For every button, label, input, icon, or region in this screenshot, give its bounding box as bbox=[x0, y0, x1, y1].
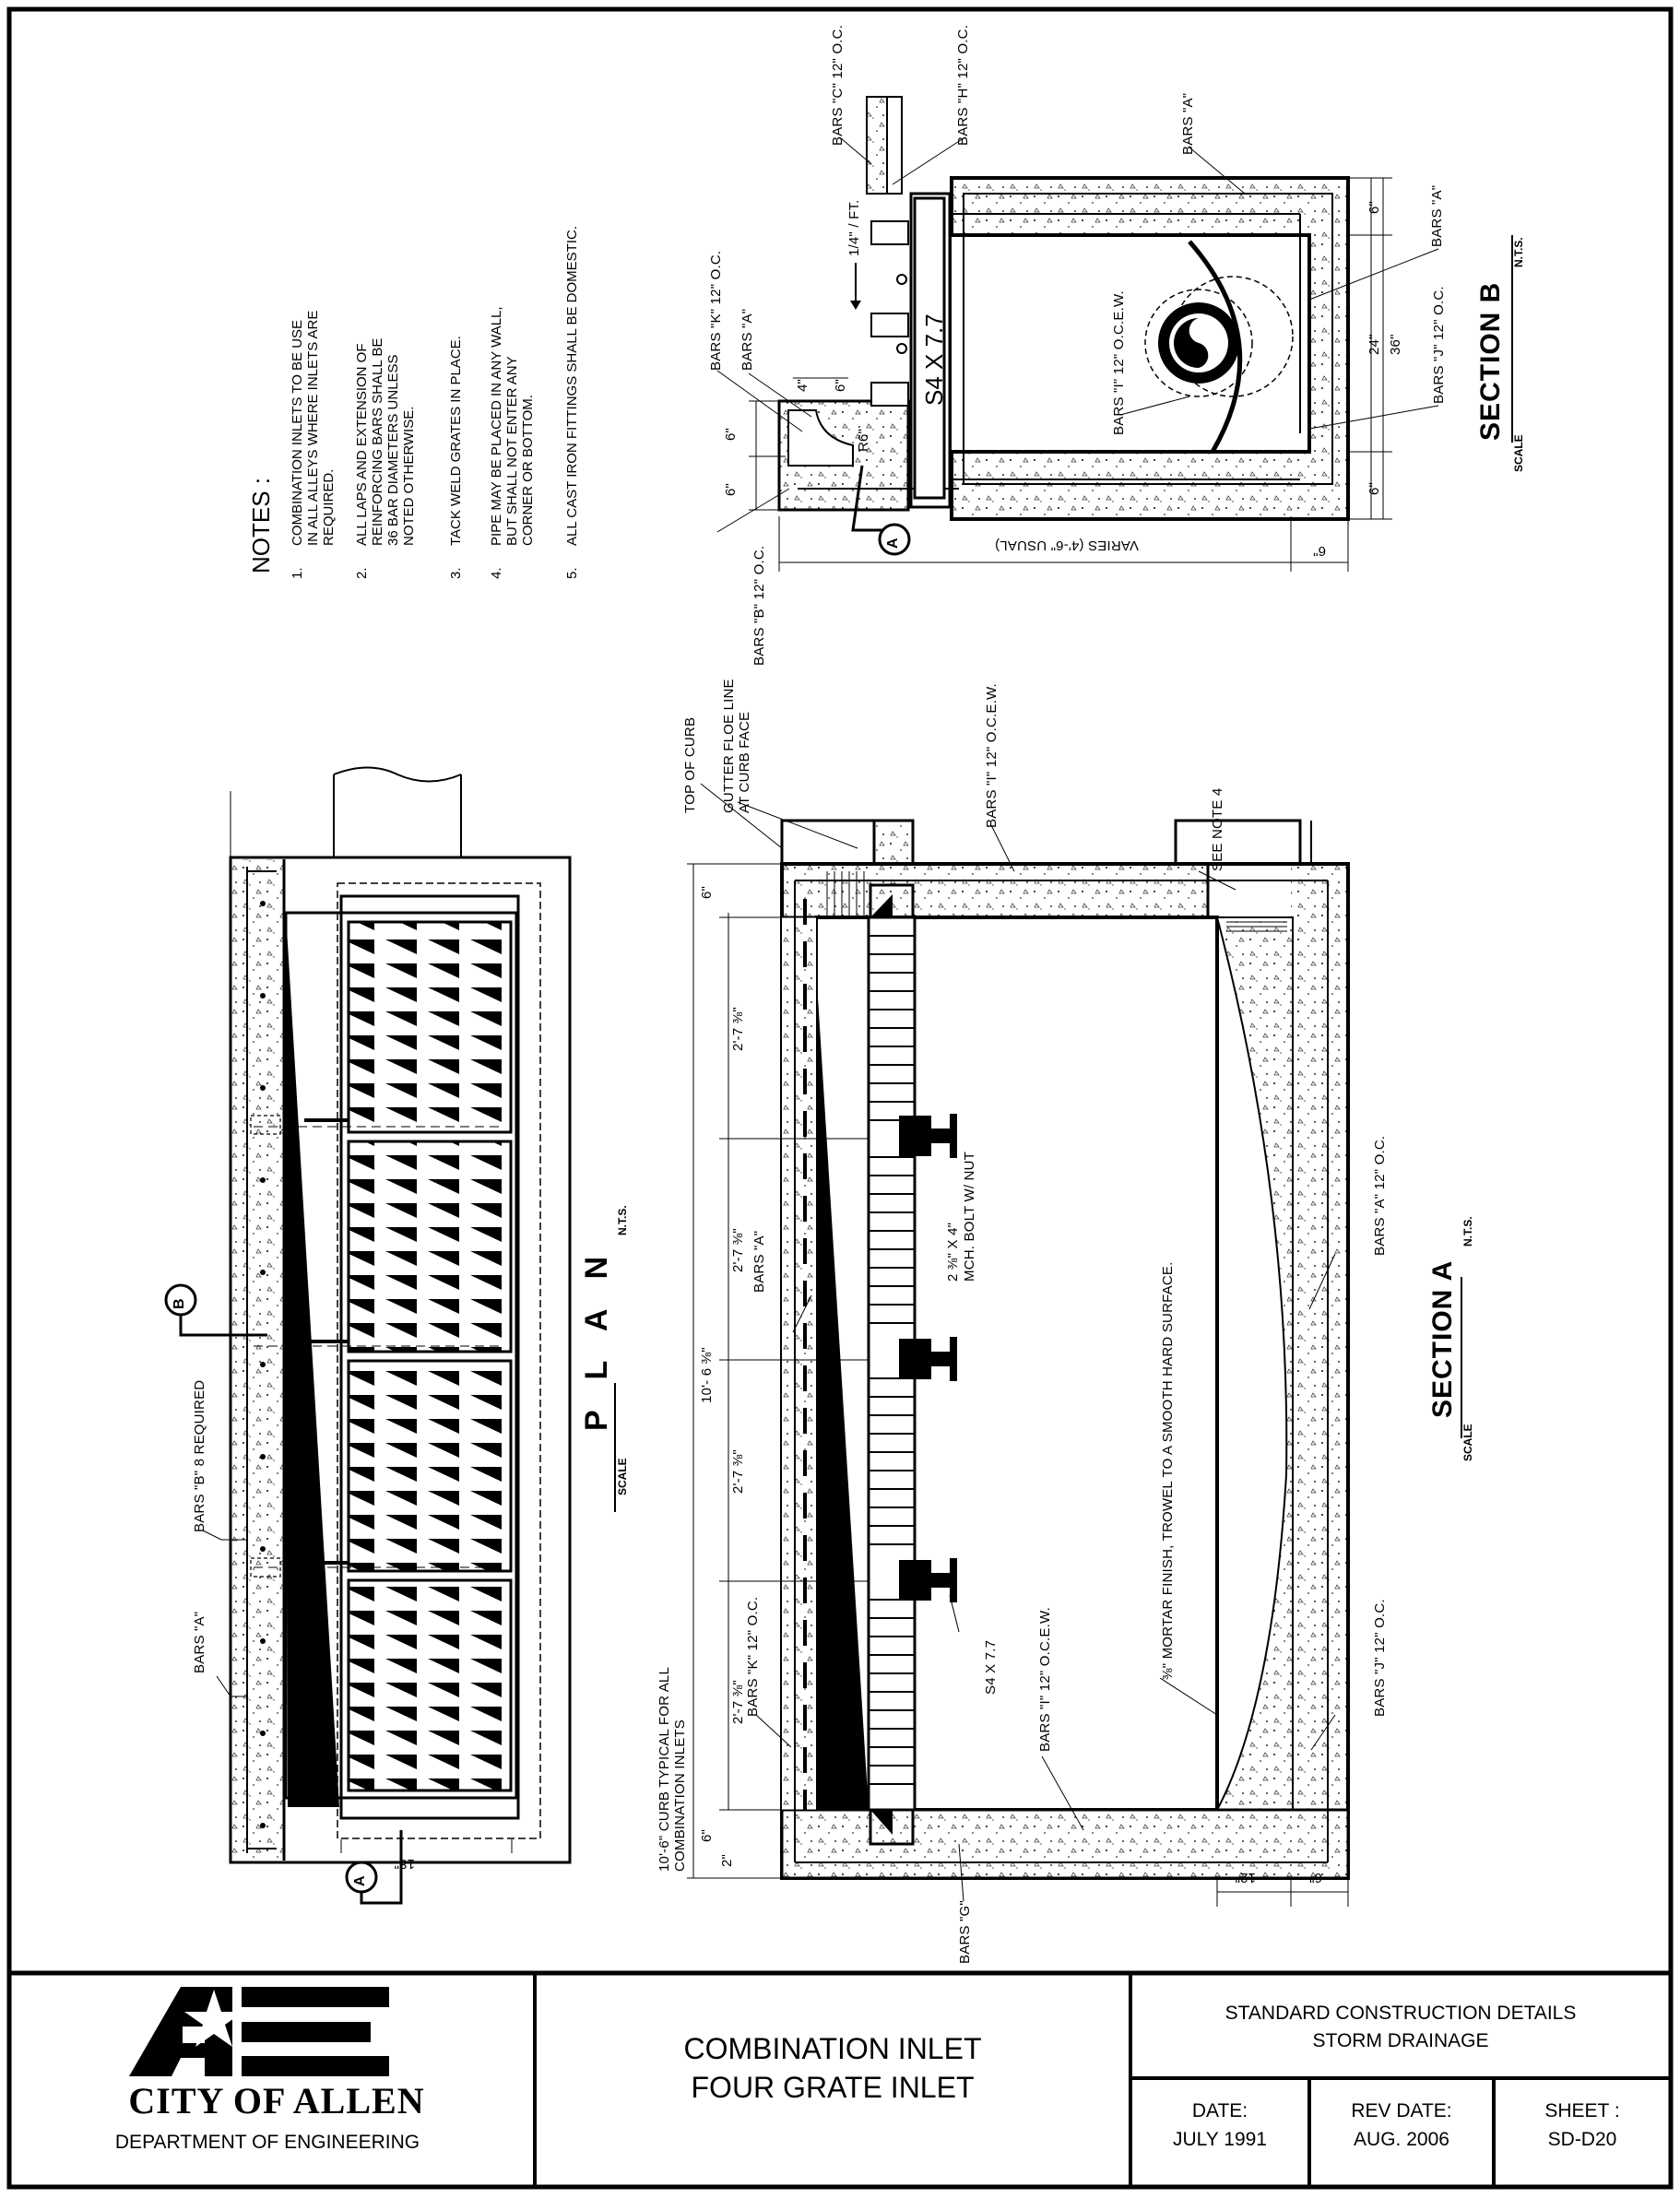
label-bars-i: BARS "I" 12" O.C.E.W. bbox=[1111, 290, 1127, 435]
label-bars-j-a: BARS "J" 12" O.C. bbox=[1372, 1599, 1388, 1717]
dim-12: 12" bbox=[1235, 1870, 1256, 1885]
label-varies: VARIES (4'-6" USUAL) bbox=[994, 538, 1139, 553]
plan-title: P L A N bbox=[579, 1245, 614, 1431]
label-mortar: ⅜" MORTAR FINISH, TROWEL TO A SMOOTH HAR… bbox=[1160, 1261, 1176, 1680]
plan-scale: SCALE bbox=[616, 1458, 629, 1495]
label-bars-h: BARS "H" 12" O.C. bbox=[955, 24, 971, 146]
label-bars-c: BARS "C" 12" O.C. bbox=[830, 24, 846, 146]
label-bars-i-bottom: BARS "I" 12" O.C.E.W. bbox=[1037, 1607, 1053, 1752]
label-gutter: GUTTER FLOE LINE AT CURB FACE bbox=[721, 679, 752, 813]
drawing-title-line2: FOUR GRATE INLET bbox=[691, 2071, 975, 2104]
section-b-nts: N.T.S. bbox=[1512, 237, 1525, 267]
sheet-label: SHEET : bbox=[1544, 2100, 1620, 2121]
dim-36: 36" bbox=[1388, 334, 1403, 355]
note-text: ALL LAPS AND EXTENSION OF REINFORCING BA… bbox=[354, 337, 417, 546]
label-bars-k: BARS "K" 12" O.C. bbox=[708, 250, 724, 371]
label-curb-note: 10'-6" CURB TYPICAL FOR ALL COMBINATION … bbox=[657, 1667, 688, 1872]
dim-seg2: 2'-7 ⅜" bbox=[730, 1228, 746, 1272]
dim-2: 2" bbox=[719, 1853, 735, 1867]
department-name: DEPARTMENT OF ENGINEERING bbox=[114, 2132, 420, 2153]
dim-total: 10'- 6 ⅜" bbox=[699, 1347, 715, 1403]
dim-6r: 6" bbox=[1308, 1870, 1322, 1885]
section-b-title: SECTION B bbox=[1475, 281, 1506, 441]
label-slope: 1/4" / FT. bbox=[846, 199, 862, 256]
note-text: COMBINATION INLETS TO BE USE IN ALL ALLE… bbox=[290, 310, 337, 546]
plan-view bbox=[164, 766, 572, 1905]
marker-b-plan: B bbox=[172, 1298, 187, 1309]
label-bars-k-a: BARS "K" 12" O.C. bbox=[745, 1596, 761, 1717]
note-text: ALL CAST IRON FITTINGS SHALL BE DOMESTIC… bbox=[564, 225, 580, 546]
bolt-assembly bbox=[899, 1114, 957, 1602]
rev-date-value: AUG. 2006 bbox=[1354, 2129, 1449, 2150]
note-num: 2. bbox=[354, 567, 370, 579]
section-a-nts: N.T.S. bbox=[1461, 1216, 1474, 1247]
section-b-view bbox=[716, 96, 1439, 572]
dim-4: 4" bbox=[795, 378, 810, 392]
label-see-note: SEE NOTE 4 bbox=[1210, 787, 1225, 871]
label-bars-b: BARS "B" 12" O.C. bbox=[751, 545, 767, 666]
dim-seg4: 2'-7 ⅜" bbox=[730, 1680, 746, 1724]
dim-6b: 6" bbox=[1366, 481, 1382, 495]
dim-6top: 6" bbox=[699, 885, 715, 899]
rev-date-label: REV DATE: bbox=[1351, 2100, 1452, 2121]
dim-24: 24" bbox=[1366, 334, 1382, 355]
label-bars-a-left-a: BARS "A" bbox=[751, 1230, 767, 1293]
label-bars-a-right: BARS "A" bbox=[1429, 184, 1445, 247]
note-num: 4. bbox=[489, 567, 504, 579]
section-a-title: SECTION A bbox=[1427, 1259, 1458, 1418]
label-bars-g: BARS "G" bbox=[957, 1900, 973, 1964]
date-value: JULY 1991 bbox=[1173, 2129, 1267, 2150]
label-beam-a: S4 X 7.7 bbox=[983, 1639, 999, 1695]
label-top-curb: TOP OF CURB bbox=[682, 716, 698, 813]
note-num: 5. bbox=[564, 567, 580, 579]
sheet-border bbox=[6, 6, 1674, 2190]
plan-nts: N.T.S. bbox=[616, 1205, 629, 1235]
dim-6c: 6" bbox=[723, 427, 739, 441]
notes-title: NOTES : bbox=[247, 477, 275, 573]
note-num: 3. bbox=[448, 567, 464, 579]
label-bars-a-right-a: BARS "A" 12" O.C. bbox=[1372, 1135, 1388, 1256]
dim-6bot: 6" bbox=[699, 1828, 715, 1842]
drawing-title-line1: COMBINATION INLET bbox=[683, 2032, 982, 2065]
dim-18: 18" bbox=[394, 1856, 415, 1872]
sheet-value: SD-D20 bbox=[1547, 2129, 1617, 2150]
label-bars-j: BARS "J" 12" O.C. bbox=[1431, 286, 1447, 404]
note-text: PIPE MAY BE PLACED IN ANY WALL, BUT SHAL… bbox=[489, 306, 536, 546]
dim-6e: 6" bbox=[833, 378, 848, 392]
note-text: TACK WELD GRATES IN PLACE. bbox=[448, 336, 464, 546]
std-details-line1: STANDARD CONSTRUCTION DETAILS bbox=[1225, 2003, 1577, 2024]
date-label: DATE: bbox=[1191, 2100, 1248, 2121]
label-bars-a-top: BARS "A" bbox=[1180, 92, 1196, 155]
dim-6a: 6" bbox=[1366, 200, 1382, 214]
label-radius: R6" bbox=[856, 428, 871, 452]
note-num: 1. bbox=[290, 567, 305, 579]
dim-6d: 6" bbox=[723, 482, 739, 496]
city-name: CITY OF ALLEN bbox=[128, 2080, 425, 2121]
std-details-line2: STORM DRAINAGE bbox=[1312, 2030, 1489, 2051]
label-bars-i-top: BARS "I" 12" O.C.E.W. bbox=[984, 683, 1000, 828]
section-a-view bbox=[687, 783, 1350, 1907]
dim-seg1: 2'-7 ⅜" bbox=[730, 1007, 746, 1051]
label-bars-a-plan: BARS "A" bbox=[192, 1611, 207, 1673]
section-a-scale: SCALE bbox=[1461, 1424, 1474, 1461]
marker-a-plan: A bbox=[352, 1875, 368, 1886]
label-beam: S4 X 7.7 bbox=[920, 313, 948, 406]
dim-6f: 6" bbox=[1312, 543, 1326, 559]
marker-a-section-b: A bbox=[885, 538, 901, 549]
city-logo bbox=[129, 1987, 389, 2076]
label-bars-b-plan: BARS "B" 8 REQUIRED bbox=[192, 1379, 207, 1532]
label-bars-a-left: BARS "A" bbox=[739, 308, 755, 371]
section-b-scale: SCALE bbox=[1512, 434, 1525, 472]
label-bolt: 2 ⅜" X 4" MCH. BOLT W/ NUT bbox=[945, 1152, 977, 1282]
dim-seg3: 2'-7 ⅜" bbox=[730, 1449, 746, 1494]
